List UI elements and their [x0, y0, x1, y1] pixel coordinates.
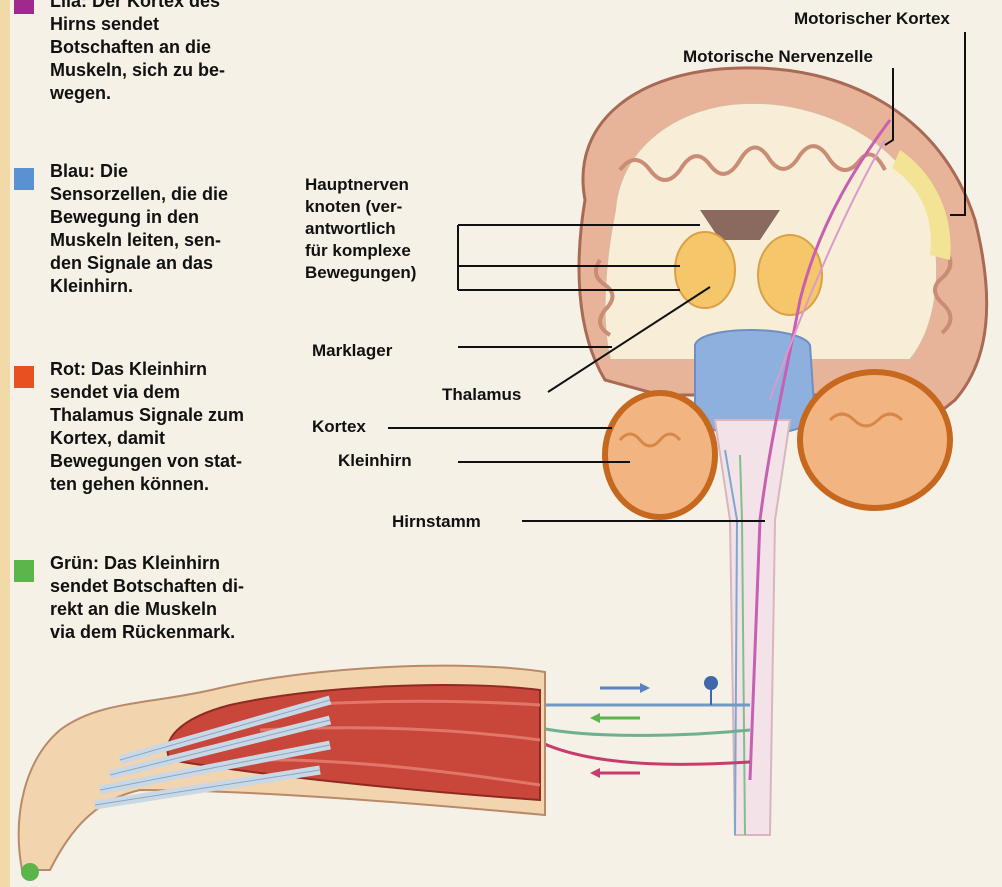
legend-text-gruen: Grün: Das Kleinhirn sendet Botschaften d… — [50, 552, 300, 644]
brainstem — [715, 420, 790, 835]
label-motorischer-kortex: Motorischer Kortex — [794, 8, 950, 30]
legend-text-rot: Rot: Das Kleinhirn sendet via dem Thalam… — [50, 358, 300, 496]
nerve-gruen — [540, 728, 750, 735]
basal-ganglia-right — [758, 235, 822, 315]
cerebellum-left — [605, 393, 715, 517]
fingertip — [21, 863, 39, 881]
label-thalamus: Thalamus — [442, 384, 521, 406]
swatch-rot — [14, 366, 34, 388]
legend-text-lila: Lila: Der Kortex des Hirns sendet Botsch… — [50, 0, 300, 105]
swatch-gruen — [14, 560, 34, 582]
swatch-lila — [14, 0, 34, 14]
arm-illustration — [19, 666, 545, 881]
label-marklager: Marklager — [312, 340, 392, 362]
swatch-blau — [14, 168, 34, 190]
basal-ganglia-left — [675, 232, 735, 308]
legend-text-blau: Blau: Die Sensorzellen, die die Bewegung… — [50, 160, 300, 298]
label-kleinhirn: Kleinhirn — [338, 450, 412, 472]
label-motorische-nervenzelle: Motorische Nervenzelle — [683, 46, 873, 68]
label-kortex: Kortex — [312, 416, 366, 438]
label-hauptnervenknoten: Hauptnerven knoten (ver- antwortlich für… — [305, 174, 416, 284]
label-hirnstamm: Hirnstamm — [392, 511, 481, 533]
nerve-rot — [540, 742, 750, 764]
nerve-connections — [540, 676, 750, 778]
cerebellum-right — [800, 372, 950, 508]
brain-section — [579, 68, 987, 835]
ganglion — [704, 676, 718, 690]
page-edge-stripe — [0, 0, 10, 887]
